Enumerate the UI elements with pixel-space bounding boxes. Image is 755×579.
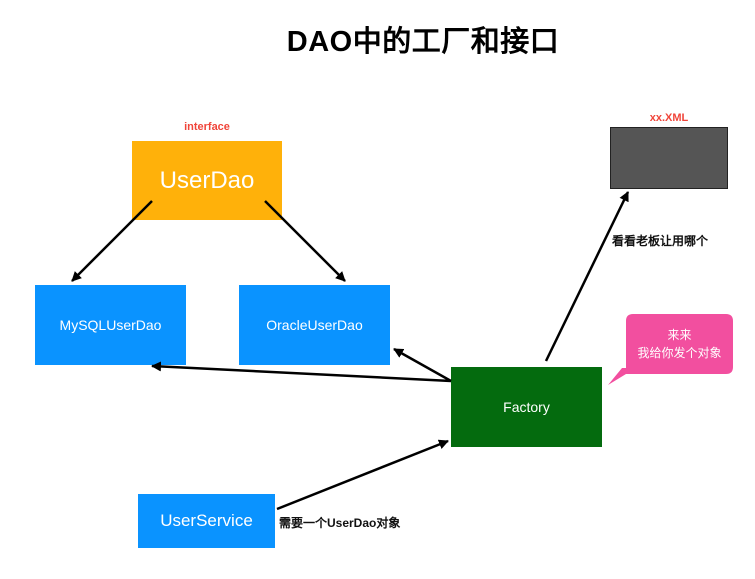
factory-box: Factory <box>451 367 602 447</box>
bubble-line-1: 来来 <box>667 328 692 342</box>
arrow-factory-to-oracle <box>393 347 452 383</box>
check-boss-note: 看看老板让用哪个 <box>612 234 709 248</box>
speech-bubble-text: 来来 我给你发个对象 <box>626 326 733 362</box>
mysql-userdao-box: MySQLUserDao <box>35 285 186 365</box>
arrow-factory-to-xml <box>544 191 630 362</box>
bubble-line-2: 我给你发个对象 <box>637 346 722 360</box>
mysql-userdao-label: MySQLUserDao <box>59 317 162 333</box>
need-userdao-note: 需要一个UserDao对象 <box>279 516 401 530</box>
xml-file-box <box>610 127 728 189</box>
arrow-factory-to-mysql <box>151 361 452 383</box>
factory-label: Factory <box>503 399 550 415</box>
userservice-box: UserService <box>138 494 275 548</box>
oracle-userdao-box: OracleUserDao <box>239 285 390 365</box>
oracle-userdao-label: OracleUserDao <box>266 317 363 333</box>
xml-tag: xx.XML <box>649 112 689 124</box>
diagram-title: DAO中的工厂和接口 <box>286 26 560 58</box>
userdao-interface-box: UserDao <box>132 141 282 220</box>
userservice-label: UserService <box>160 511 253 530</box>
arrow-userdao-to-oracle <box>264 200 346 282</box>
userdao-label: UserDao <box>159 166 255 194</box>
arrow-userdao-to-mysql <box>71 200 153 282</box>
arrow-service-to-factory <box>276 439 449 511</box>
interface-tag: interface <box>184 121 230 133</box>
